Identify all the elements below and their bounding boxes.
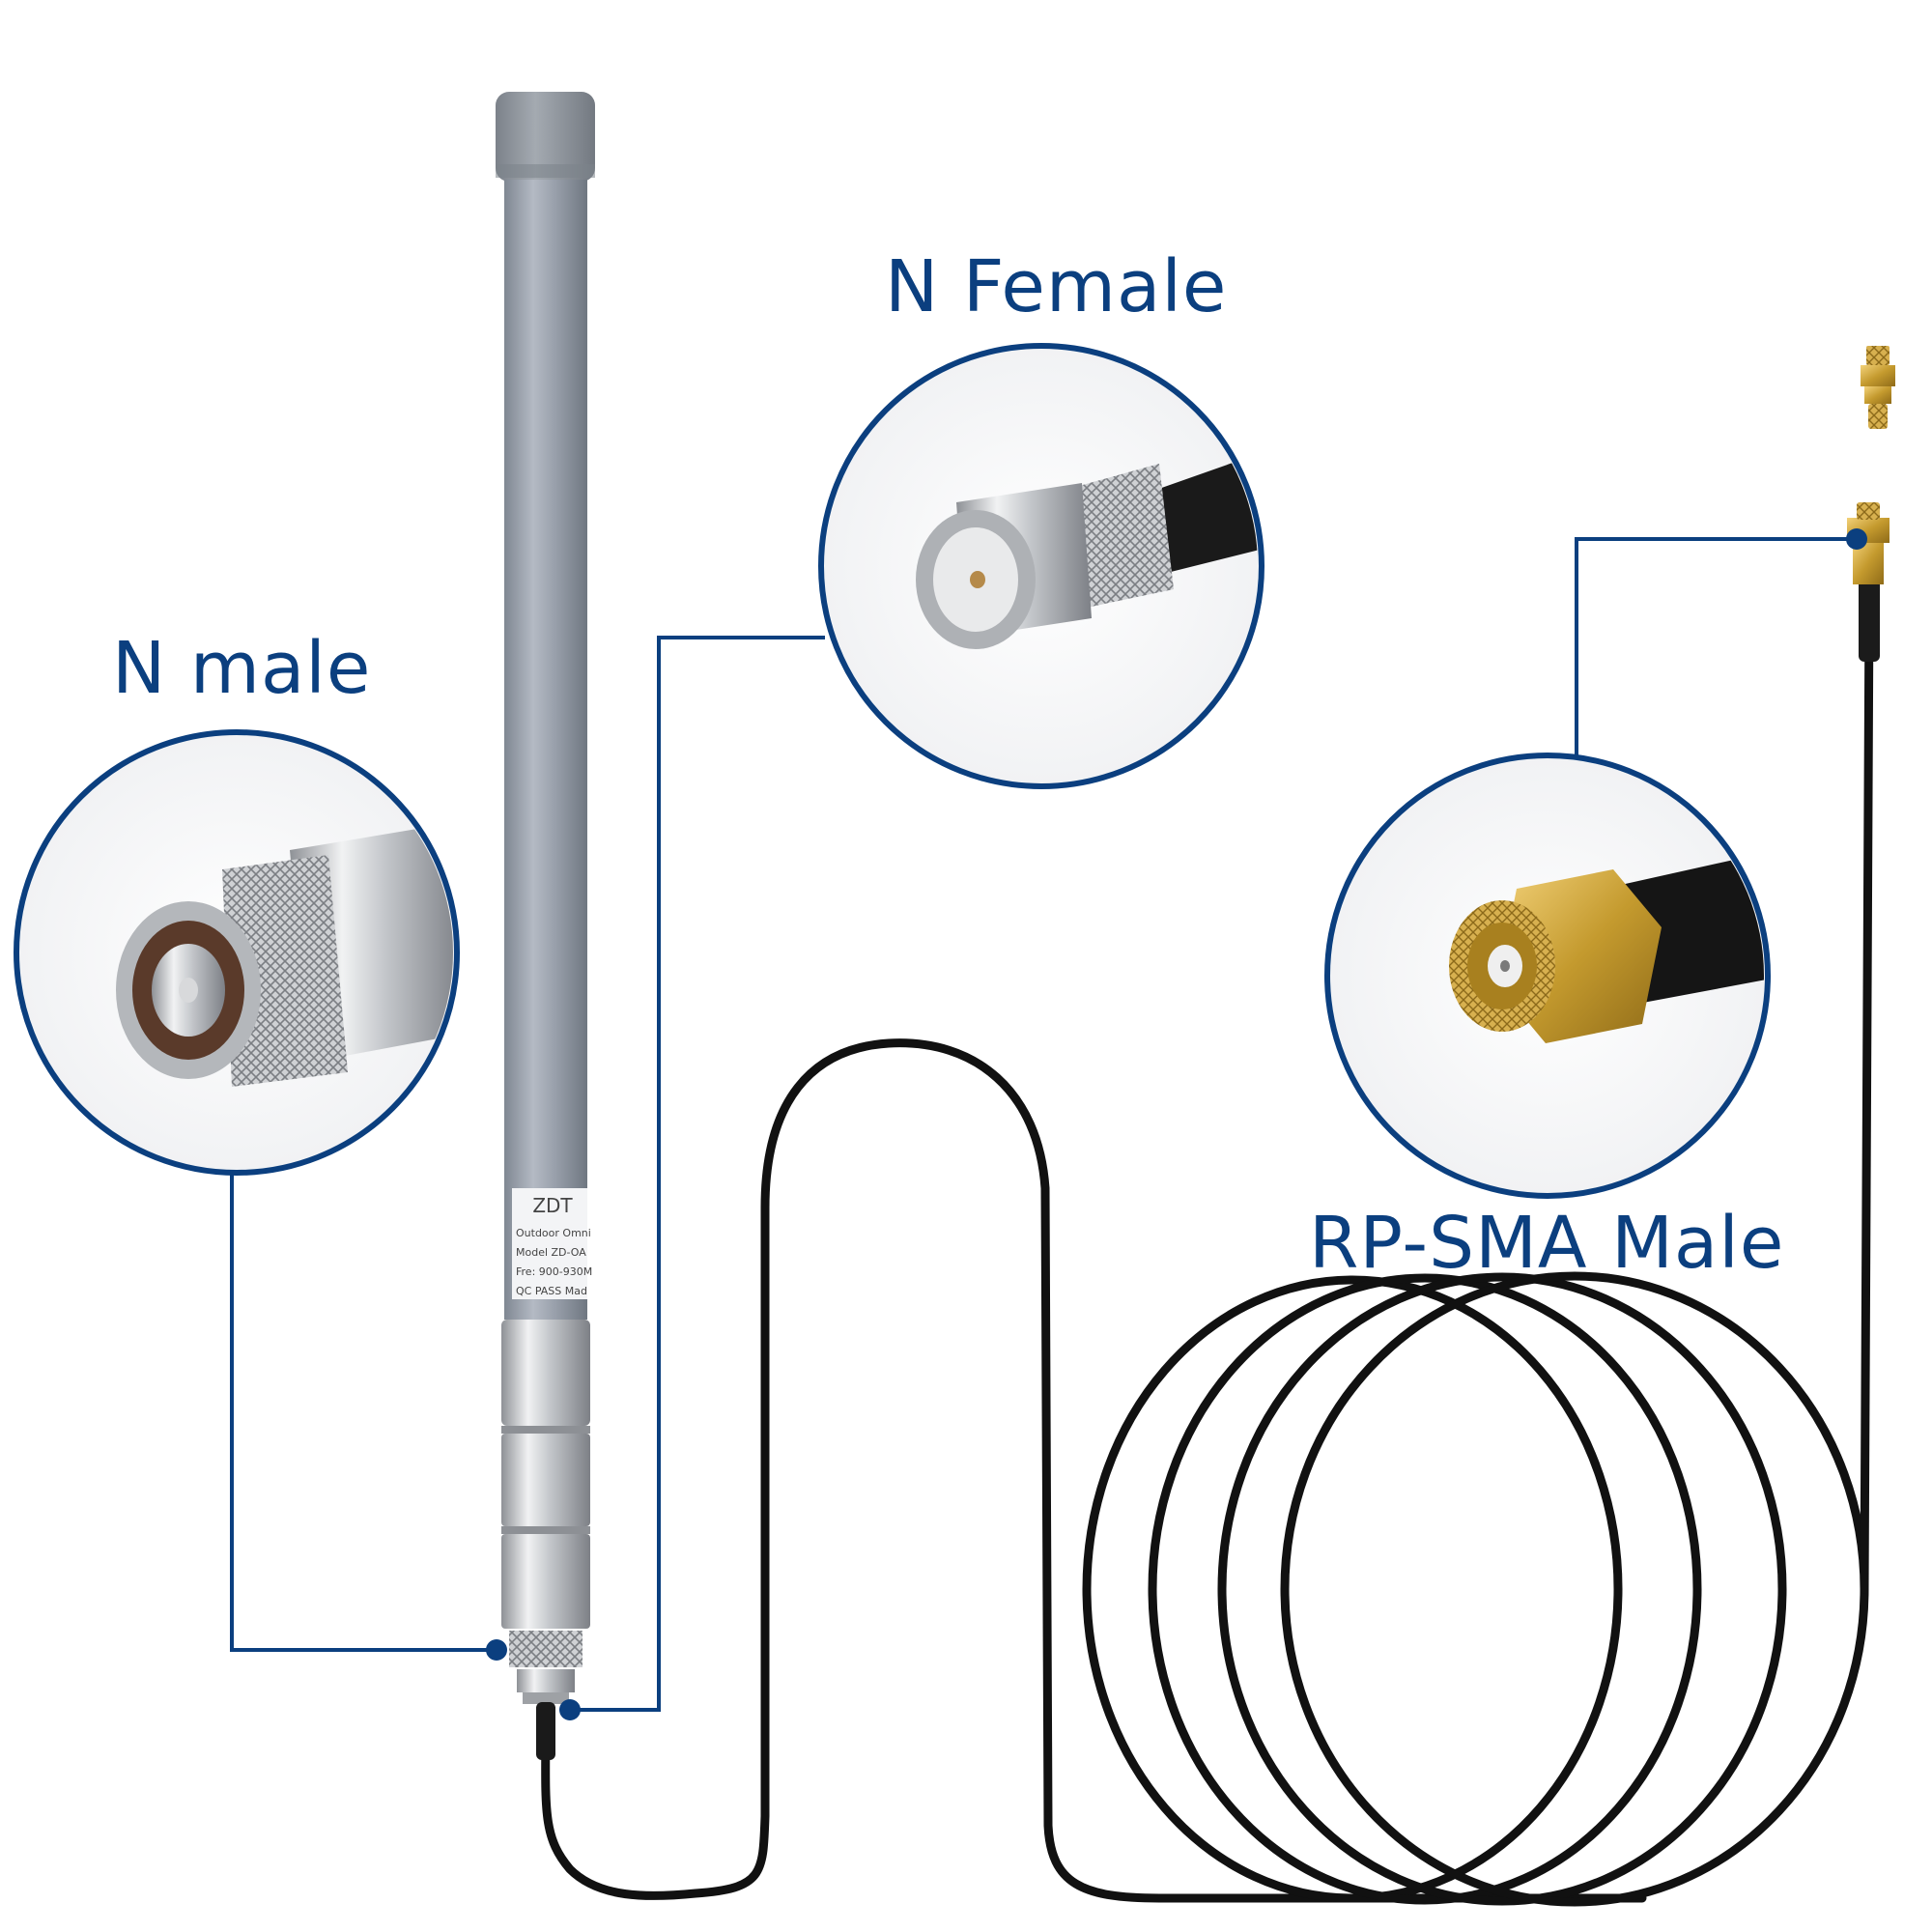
- sticker-brand: ZDT: [532, 1194, 573, 1217]
- n-female-detail: [818, 343, 1264, 789]
- antenna-sticker: ZDT Outdoor Omni Model ZD-OA Fre: 900-93…: [516, 1194, 592, 1297]
- n-male-detail: [14, 729, 460, 1176]
- fiberglass-antenna: [496, 92, 595, 1760]
- n-female-label: N Female: [885, 245, 1228, 328]
- sticker-line2: Model ZD-OA: [516, 1246, 586, 1259]
- rp-sma-adapter-icon: [1861, 346, 1895, 429]
- rp-sma-male-label: RP-SMA Male: [1309, 1202, 1785, 1285]
- n-male-marker: [486, 1639, 507, 1661]
- n-male-label: N male: [112, 627, 372, 710]
- n-female-marker: [559, 1699, 581, 1720]
- sticker-line3: Fre: 900-930M: [516, 1265, 592, 1278]
- callout-dots: [486, 528, 1867, 1720]
- sticker-line4: QC PASS Mad: [516, 1285, 587, 1297]
- rp-sma-detail: [1324, 753, 1771, 1199]
- rp-sma-cable-end: [1847, 502, 1889, 662]
- callout-lines: [230, 537, 1855, 1712]
- rp-sma-marker: [1846, 528, 1867, 550]
- coax-cable: [541, 594, 1874, 1907]
- sticker-line1: Outdoor Omni: [516, 1227, 591, 1239]
